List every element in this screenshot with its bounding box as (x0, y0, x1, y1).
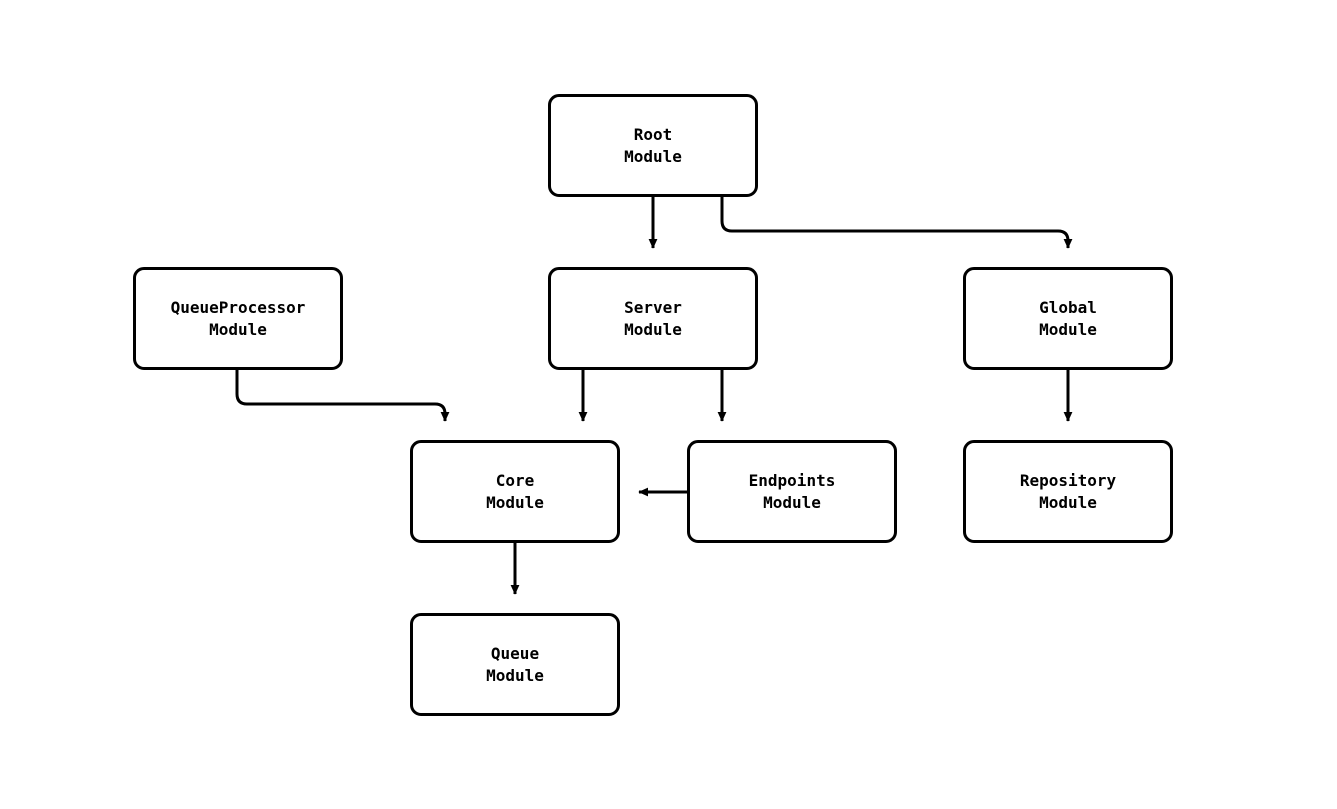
node-root-module[interactable]: Root Module (548, 94, 758, 197)
node-global-module-label-line1: Global (1039, 297, 1097, 317)
node-queueprocessor-module-label-line2: Module (209, 319, 267, 339)
edge-queueprocessor-to-core (235, 370, 450, 422)
node-queue-module[interactable]: Queue Module (410, 613, 620, 716)
node-server-module-label-line2: Module (624, 319, 682, 339)
node-global-module-label-line2: Module (1039, 319, 1097, 339)
node-endpoints-module-label-line2: Module (763, 492, 821, 512)
node-endpoints-module[interactable]: Endpoints Module (687, 440, 897, 543)
node-server-module-label-line1: Server (624, 297, 682, 317)
node-repository-module[interactable]: Repository Module (963, 440, 1173, 543)
node-core-module-label-line1: Core (495, 470, 535, 490)
node-repository-module-label-line2: Module (1039, 492, 1097, 512)
node-queueprocessor-module-label-line1: QueueProcessor (170, 297, 306, 317)
node-queue-module-label-line1: Queue (490, 643, 540, 663)
node-global-module[interactable]: Global Module (963, 267, 1173, 370)
node-core-module-label-line2: Module (486, 492, 544, 512)
node-queue-module-label-line2: Module (486, 665, 544, 685)
node-root-module-label-line1: Root (633, 124, 673, 144)
node-core-module[interactable]: Core Module (410, 440, 620, 543)
node-root-module-label-line2: Module (624, 146, 682, 166)
node-endpoints-module-label-line1: Endpoints (748, 470, 836, 490)
node-server-module[interactable]: Server Module (548, 267, 758, 370)
edge-root-to-global (720, 197, 1073, 249)
node-queueprocessor-module[interactable]: QueueProcessor Module (133, 267, 343, 370)
node-repository-module-label-line1: Repository (1019, 470, 1117, 490)
